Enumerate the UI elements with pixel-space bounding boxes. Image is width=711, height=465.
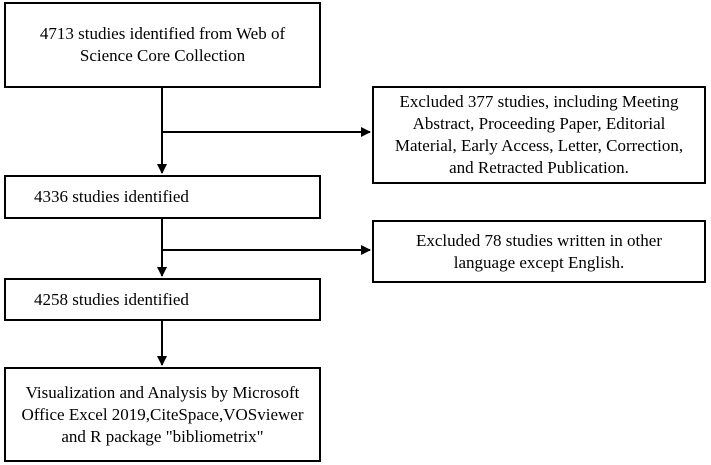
step-identified-after-type-box: 4336 studies identified [4,175,321,219]
step-identified-final-box: 4258 studies identified [4,278,321,321]
step-analysis-text: Visualization and Analysis by Microsoft … [21,382,304,446]
step-identified-final-text: 4258 studies identified [34,289,189,309]
step-identified-initial-text: 4713 studies identified from Web of Scie… [39,24,286,65]
exclusion-publication-type-text: Excluded 377 studies, including Meeting … [394,92,684,177]
exclusion-language-text: Excluded 78 studies written in other lan… [416,230,662,272]
step-analysis-box: Visualization and Analysis by Microsoft … [4,367,321,462]
step-identified-after-type-text: 4336 studies identified [34,187,189,206]
exclusion-language-box: Excluded 78 studies written in other lan… [372,220,706,283]
exclusion-publication-type-box: Excluded 377 studies, including Meeting … [372,86,706,184]
step-identified-initial-box: 4713 studies identified from Web of Scie… [4,2,321,88]
